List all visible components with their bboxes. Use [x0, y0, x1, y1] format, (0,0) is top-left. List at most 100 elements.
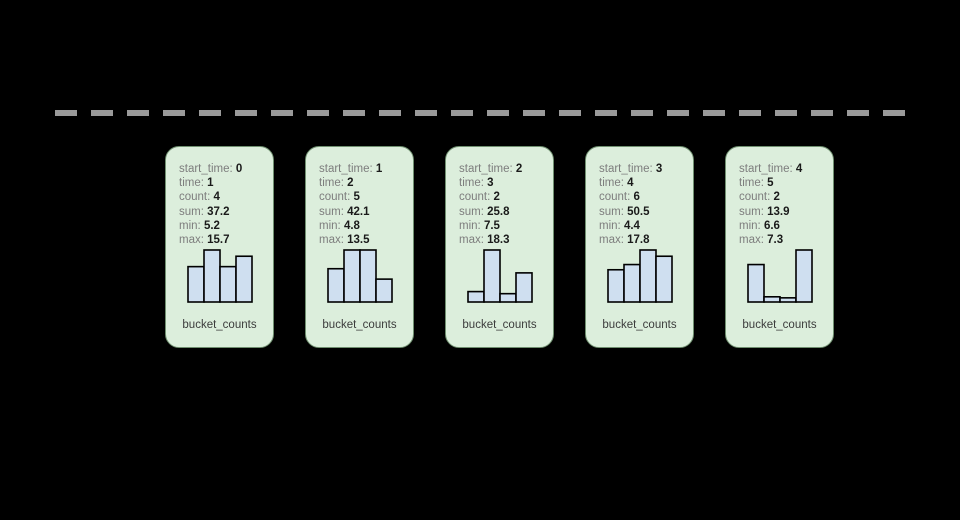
- field-row: max: 13.5: [319, 233, 413, 247]
- field-key: time:: [739, 177, 764, 190]
- divider-dash: [631, 110, 653, 116]
- divider-dash: [235, 110, 257, 116]
- bucket-histogram-svg: [606, 249, 673, 303]
- field-key: min:: [739, 219, 761, 232]
- histogram-bar: [654, 255, 673, 303]
- field-key: start_time:: [459, 163, 513, 175]
- field-row: time: 1: [179, 176, 273, 190]
- bucket-histogram-svg: [186, 249, 253, 303]
- bucket-histogram-svg: [466, 249, 533, 303]
- histogram-bar: [514, 272, 533, 303]
- histogram-bar: [374, 278, 393, 303]
- divider-dash: [271, 110, 293, 116]
- bucket-histogram: [446, 247, 553, 303]
- field-value: 2: [347, 177, 354, 190]
- field-value: 3: [655, 163, 663, 175]
- field-row: min: 4.8: [319, 219, 413, 233]
- field-value: 13.9: [767, 205, 790, 218]
- divider-dash: [127, 110, 149, 116]
- field-key: start_time:: [319, 163, 373, 175]
- field-value: 5: [767, 177, 774, 190]
- divider-dash: [451, 110, 473, 116]
- field-value: 50.5: [627, 205, 650, 218]
- field-row: max: 18.3: [459, 233, 553, 247]
- bucket-histogram: [726, 247, 833, 303]
- field-value: 2: [773, 191, 780, 204]
- field-row: sum: 25.8: [459, 205, 553, 219]
- field-key: max:: [179, 234, 204, 247]
- field-value: 5.2: [203, 219, 220, 232]
- field-key: max:: [459, 234, 484, 247]
- divider-dash: [883, 110, 905, 116]
- histogram-bar: [186, 265, 205, 303]
- histogram-bar: [202, 249, 221, 303]
- divider-dash: [595, 110, 617, 116]
- bucket-histogram-svg: [326, 249, 393, 303]
- field-key: time:: [459, 177, 484, 190]
- bucket-counts-label: bucket_counts: [182, 319, 257, 331]
- field-value: 42.1: [347, 205, 370, 218]
- field-key: time:: [319, 177, 344, 190]
- bucket-counts-label: bucket_counts: [742, 319, 817, 331]
- divider-dash: [739, 110, 761, 116]
- field-key: sum:: [319, 205, 344, 218]
- field-key: sum:: [459, 205, 484, 218]
- histogram-bar: [326, 267, 345, 303]
- field-value: 18.3: [487, 234, 510, 247]
- field-row: min: 6.6: [739, 219, 833, 233]
- divider-dash: [307, 110, 329, 116]
- field-key: time:: [599, 177, 624, 190]
- field-value: 4.8: [343, 219, 360, 232]
- field-key: count:: [319, 191, 351, 204]
- bucket-counts-label: bucket_counts: [602, 319, 677, 331]
- histogram-bar: [466, 290, 485, 303]
- field-row: start_time: 2: [459, 162, 553, 176]
- field-key: time:: [179, 177, 204, 190]
- divider-dash: [775, 110, 797, 116]
- divider-dash: [811, 110, 833, 116]
- divider-dash: [559, 110, 581, 116]
- field-value: 1: [375, 163, 383, 175]
- field-key: count:: [459, 191, 491, 204]
- field-key: sum:: [179, 205, 204, 218]
- histogram-bar: [622, 263, 641, 303]
- field-row: max: 17.8: [599, 233, 693, 247]
- field-row: sum: 50.5: [599, 205, 693, 219]
- field-value: 4: [627, 177, 634, 190]
- field-row: start_time: 3: [599, 162, 693, 176]
- field-key: max:: [739, 234, 764, 247]
- field-row: min: 5.2: [179, 219, 273, 233]
- field-value: 7.5: [483, 219, 500, 232]
- field-row: start_time: 0: [179, 162, 273, 176]
- field-row: start_time: 4: [739, 162, 833, 176]
- histogram-bar: [746, 263, 765, 303]
- field-key: sum:: [599, 205, 624, 218]
- field-key: min:: [599, 219, 621, 232]
- field-row: time: 3: [459, 176, 553, 190]
- field-value: 17.8: [627, 234, 650, 247]
- field-row: count: 6: [599, 190, 693, 204]
- field-value: 37.2: [207, 205, 230, 218]
- divider-dash: [199, 110, 221, 116]
- divider-dash: [163, 110, 185, 116]
- field-row: count: 4: [179, 190, 273, 204]
- divider-dash: [847, 110, 869, 116]
- field-key: start_time:: [599, 163, 653, 175]
- field-row: count: 2: [739, 190, 833, 204]
- divider-dash: [487, 110, 509, 116]
- histogram-bar: [638, 249, 657, 303]
- histogram-bar: [498, 292, 517, 303]
- divider-dash: [703, 110, 725, 116]
- field-row: sum: 37.2: [179, 205, 273, 219]
- field-value: 15.7: [207, 234, 230, 247]
- field-row: min: 4.4: [599, 219, 693, 233]
